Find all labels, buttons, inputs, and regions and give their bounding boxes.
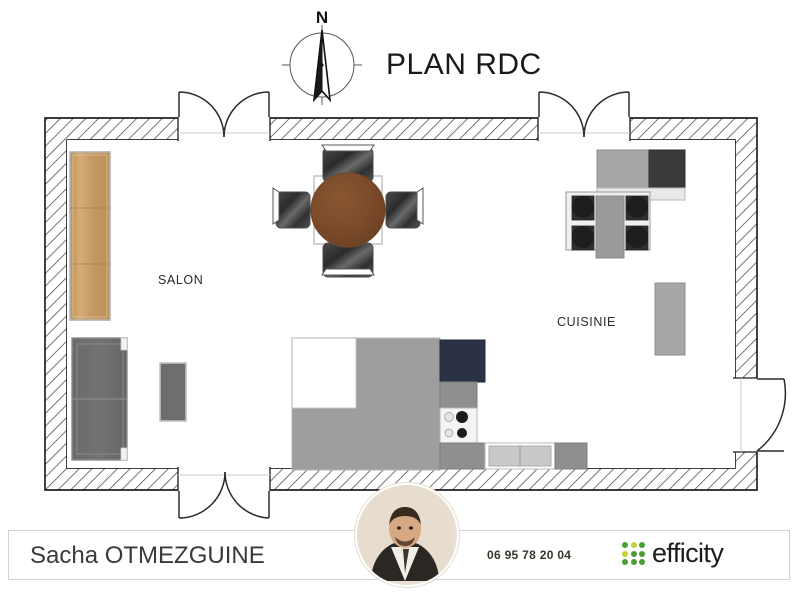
dark-appliance — [648, 149, 686, 189]
counter-unit — [439, 381, 478, 409]
door-double-top-right — [538, 91, 630, 138]
counter-unit — [439, 442, 486, 470]
side-unit — [159, 362, 187, 422]
agent-phone: 06 95 78 20 04 — [487, 548, 572, 562]
door-double-bottom — [178, 471, 270, 519]
door-double-top-left — [178, 91, 270, 138]
kitchen-chair — [572, 196, 594, 218]
kitchen-chair — [626, 196, 648, 218]
tall-wood-cabinet — [69, 151, 111, 321]
door-single-right — [756, 378, 787, 452]
efficity-wordmark: efficity — [652, 538, 724, 568]
dining-chair — [321, 242, 375, 278]
kitchen-base-run — [439, 442, 588, 470]
efficity-logo: efficity — [622, 538, 724, 569]
kitchen-table-set — [565, 191, 651, 259]
kitchen-chair — [572, 226, 594, 248]
counter-unit — [554, 442, 588, 470]
wall-cabinet — [654, 282, 686, 356]
compass-rose: N — [272, 8, 372, 108]
room-label-salon: SALON — [158, 273, 204, 287]
cooktop — [439, 407, 478, 444]
dining-chair — [272, 187, 311, 229]
refrigerator — [439, 339, 486, 383]
agent-photo — [357, 485, 453, 585]
sofa — [71, 337, 128, 461]
agent-avatar — [355, 483, 459, 587]
compass-icon — [282, 25, 362, 105]
kitchen-column — [439, 339, 486, 444]
dining-chair — [385, 187, 424, 229]
kitchen-table — [595, 195, 625, 259]
round-dining-table-set — [272, 144, 424, 278]
agent-name: Sacha OTMEZGUINE — [30, 542, 265, 569]
wall-openings — [177, 117, 780, 491]
efficity-dots-icon — [622, 542, 645, 565]
area-rug — [291, 337, 441, 471]
room-label-cuisine: CUISINIE — [557, 315, 616, 329]
compass-north-label: N — [315, 8, 329, 27]
page-title: PLAN RDC — [386, 48, 542, 81]
kitchen-chair — [626, 226, 648, 248]
